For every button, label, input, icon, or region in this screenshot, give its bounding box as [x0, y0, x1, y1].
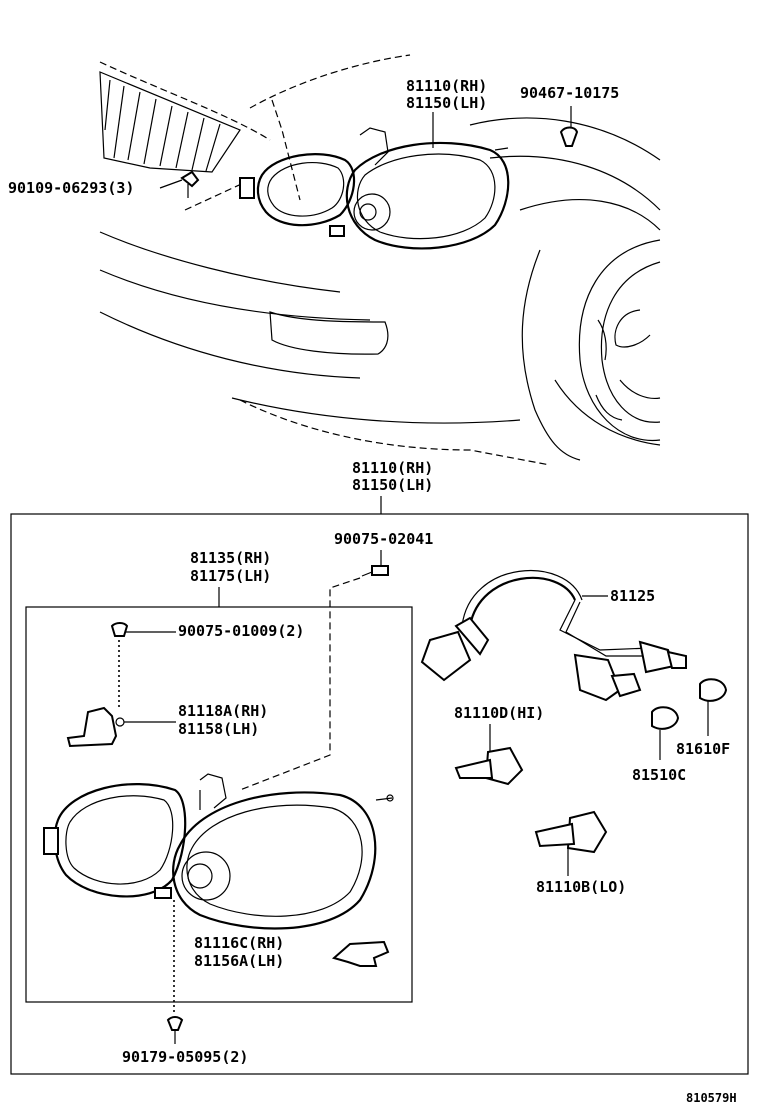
- callout-assy-rh: 81110(RH): [352, 459, 433, 477]
- callout-bulb-c: 81510C: [632, 766, 686, 784]
- callout-screw-bottom: 90179-05095(2): [122, 1048, 248, 1066]
- clip-icon: [559, 126, 579, 147]
- screw-icon-bottom: [166, 1016, 184, 1031]
- socket-wire-harness: [420, 570, 687, 702]
- callout-screw-small: 90075-01009(2): [178, 622, 304, 640]
- bolt-icon: [180, 170, 200, 188]
- callout-bracket-upper-lh: 81158(LH): [178, 720, 259, 738]
- bulb-lo-icon: [534, 810, 608, 854]
- upper-bracket: [66, 706, 125, 748]
- bulb-hi-icon: [454, 746, 524, 786]
- callout-bulb-hi: 81110D(HI): [454, 704, 544, 722]
- callout-bulb-f: 81610F: [676, 740, 730, 758]
- callout-housing-lh: 81175(LH): [190, 567, 271, 585]
- bulb-c-icon: [651, 706, 680, 730]
- screw-icon-top: [371, 565, 389, 576]
- callout-socket-wire: 81125: [610, 587, 655, 605]
- callout-bracket-lower-lh: 81156A(LH): [194, 952, 284, 970]
- hood-hatching: [99, 71, 241, 173]
- callout-top-headlamp-lh: 81150(LH): [406, 94, 487, 112]
- callout-housing-rh: 81135(RH): [190, 549, 271, 567]
- vehicle-front-sketch: [99, 54, 661, 466]
- headlamp-housing: [43, 773, 394, 930]
- callout-bracket-upper-rh: 81118A(RH): [178, 702, 268, 720]
- callout-top-headlamp-rh: 81110(RH): [406, 77, 487, 95]
- wheel-sketch: [578, 239, 661, 442]
- headlamp-in-vehicle: [239, 127, 510, 250]
- housing-frame: [25, 606, 413, 1003]
- callout-bulb-lo: 81110B(LO): [536, 878, 626, 896]
- assembly-frame: [10, 513, 749, 1075]
- figure-reference: 810579H: [686, 1091, 737, 1105]
- callout-screw-top: 90075-02041: [334, 530, 433, 548]
- callout-assy-lh: 81150(LH): [352, 476, 433, 494]
- lower-bracket: [331, 940, 390, 967]
- screw-icon-small: [110, 622, 129, 637]
- callout-top-clip: 90467-10175: [520, 84, 619, 102]
- callout-top-bolt: 90109-06293(3): [8, 179, 134, 197]
- bulb-f-icon: [699, 678, 728, 702]
- callout-bracket-lower-rh: 81116C(RH): [194, 934, 284, 952]
